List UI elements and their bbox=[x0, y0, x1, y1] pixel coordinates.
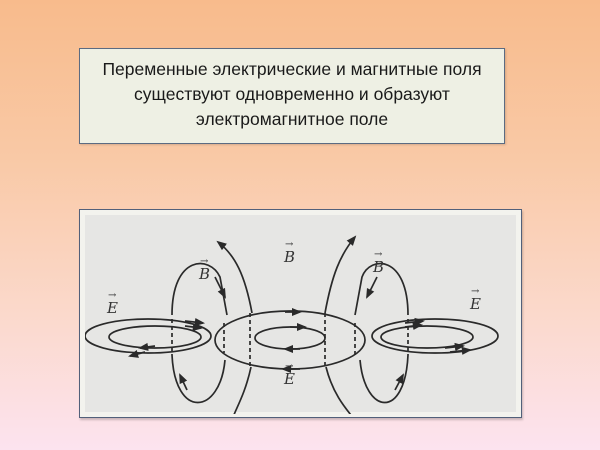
label-b-center: →B bbox=[284, 239, 296, 266]
title-line-3: электромагнитное поле bbox=[195, 109, 389, 129]
title-line-1: Переменные электрические и магнитные пол… bbox=[102, 59, 482, 79]
diagram-canvas: →B →B →B →E →E →E bbox=[85, 215, 516, 414]
title-line-2: существуют одновременно и образуют bbox=[134, 84, 450, 104]
label-e-left: →E bbox=[107, 290, 118, 317]
label-b-left: →B bbox=[199, 256, 211, 283]
title-text: Переменные электрические и магнитные пол… bbox=[70, 57, 514, 132]
label-e-right: →E bbox=[470, 286, 481, 313]
em-field-diagram: →B →B →B →E →E →E bbox=[79, 209, 522, 418]
field-lines-drawing bbox=[85, 235, 499, 414]
label-b-right: →B bbox=[373, 249, 385, 276]
title-textbox: Переменные электрические и магнитные пол… bbox=[79, 48, 505, 144]
label-e-bottom: →E bbox=[284, 361, 295, 388]
